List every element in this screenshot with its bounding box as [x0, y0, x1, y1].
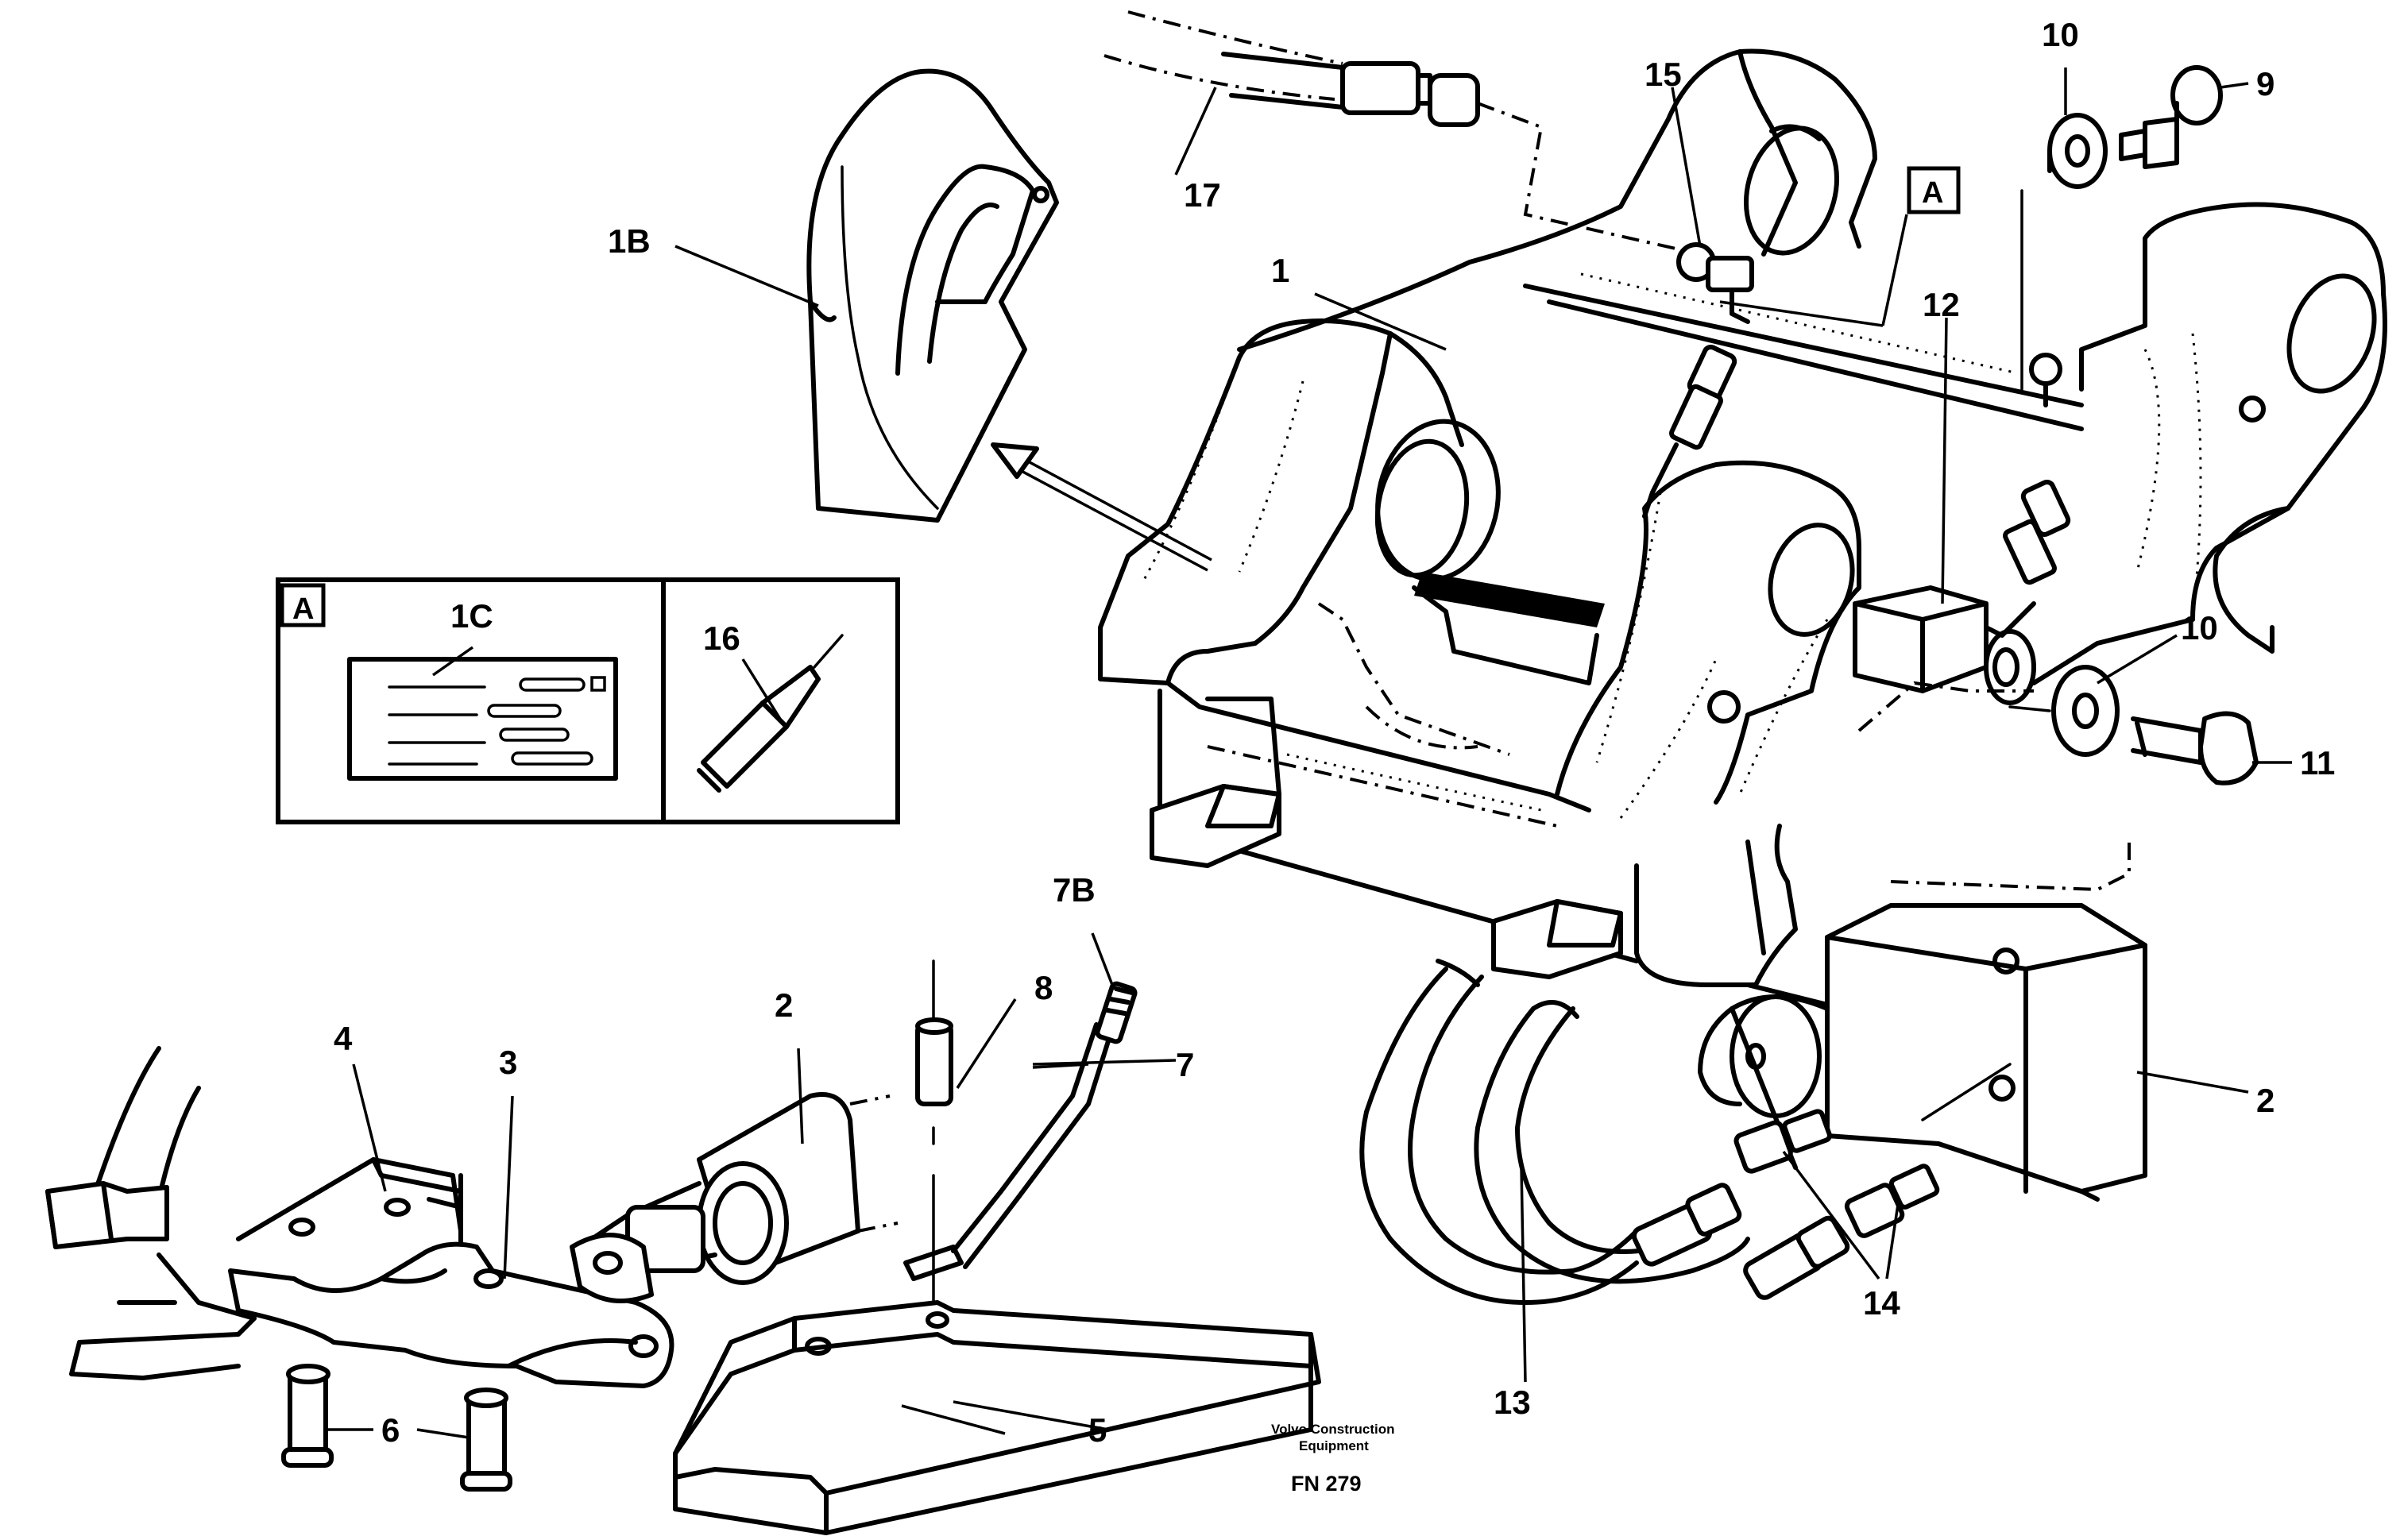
part-14-adapters	[1733, 1063, 2012, 1238]
inset-reference-a-letter: A	[292, 592, 314, 626]
part-1b-hook-plate	[806, 68, 1059, 523]
label-10-upper: 10	[2042, 16, 2079, 53]
part-1c-sign-plate	[347, 657, 618, 781]
part-5-jaw-block	[673, 1300, 1321, 1535]
maker-name-line1: Volvo Construction	[1271, 1422, 1395, 1437]
label-10-lower: 10	[2181, 609, 2218, 646]
part-15-elbow-fitting	[1676, 242, 1754, 324]
detail-reference-a-letter: A	[1922, 176, 1943, 210]
part-12-block	[1853, 585, 2036, 705]
maker-name-line2: Equipment	[1299, 1438, 1369, 1453]
label-3: 3	[499, 1044, 517, 1081]
label-2-right: 2	[2256, 1082, 2275, 1119]
label-7: 7	[1176, 1046, 1194, 1083]
part-7-rod	[903, 981, 1138, 1281]
part-10-washer-lower	[2008, 665, 2120, 757]
label-16: 16	[703, 619, 740, 657]
part-2-cylinder-left	[570, 1092, 899, 1303]
label-17: 17	[1184, 176, 1221, 214]
label-2-left: 2	[775, 986, 793, 1024]
part-17-hose	[1103, 10, 1701, 256]
part-3-latch-plate	[228, 1241, 674, 1388]
label-14: 14	[1863, 1284, 1900, 1322]
part-11-bolt	[2131, 711, 2259, 785]
part-6-pins	[281, 1364, 512, 1492]
part-13-hoses	[1359, 959, 1850, 1305]
label-15: 15	[1645, 56, 1682, 93]
label-6: 6	[381, 1411, 400, 1449]
label-1b: 1B	[608, 222, 651, 260]
part-9-bolt	[2020, 65, 2223, 391]
label-1: 1	[1271, 252, 1289, 289]
part-16-sealant-tube	[697, 634, 844, 793]
leader-lines	[326, 68, 2292, 1439]
label-7b: 7B	[1053, 871, 1096, 909]
label-12: 12	[1923, 286, 1960, 323]
detail-box-a	[276, 577, 900, 824]
callout-labels: 1 1B 1C 2 2 3 4 5 6 7 7B 8 9 10 10 11 12…	[334, 16, 2335, 1449]
arrow-to-1b	[991, 442, 1212, 572]
figure-code: FN 279	[1291, 1472, 1362, 1496]
label-8: 8	[1034, 969, 1053, 1006]
frame-hose-fittings	[1642, 344, 2071, 585]
part-8-pin	[915, 959, 953, 1304]
part-1-coupler-frame	[1098, 48, 2387, 1011]
part-2-cylinder-right	[1698, 903, 2147, 1202]
label-13: 13	[1494, 1384, 1531, 1421]
detail-reference-a: A	[1907, 166, 1961, 214]
label-1c: 1C	[450, 597, 493, 635]
part-10-washer-upper	[2047, 113, 2108, 189]
label-4: 4	[334, 1020, 353, 1057]
label-9: 9	[2256, 65, 2275, 102]
label-11: 11	[2300, 744, 2335, 782]
label-5: 5	[1088, 1411, 1107, 1449]
